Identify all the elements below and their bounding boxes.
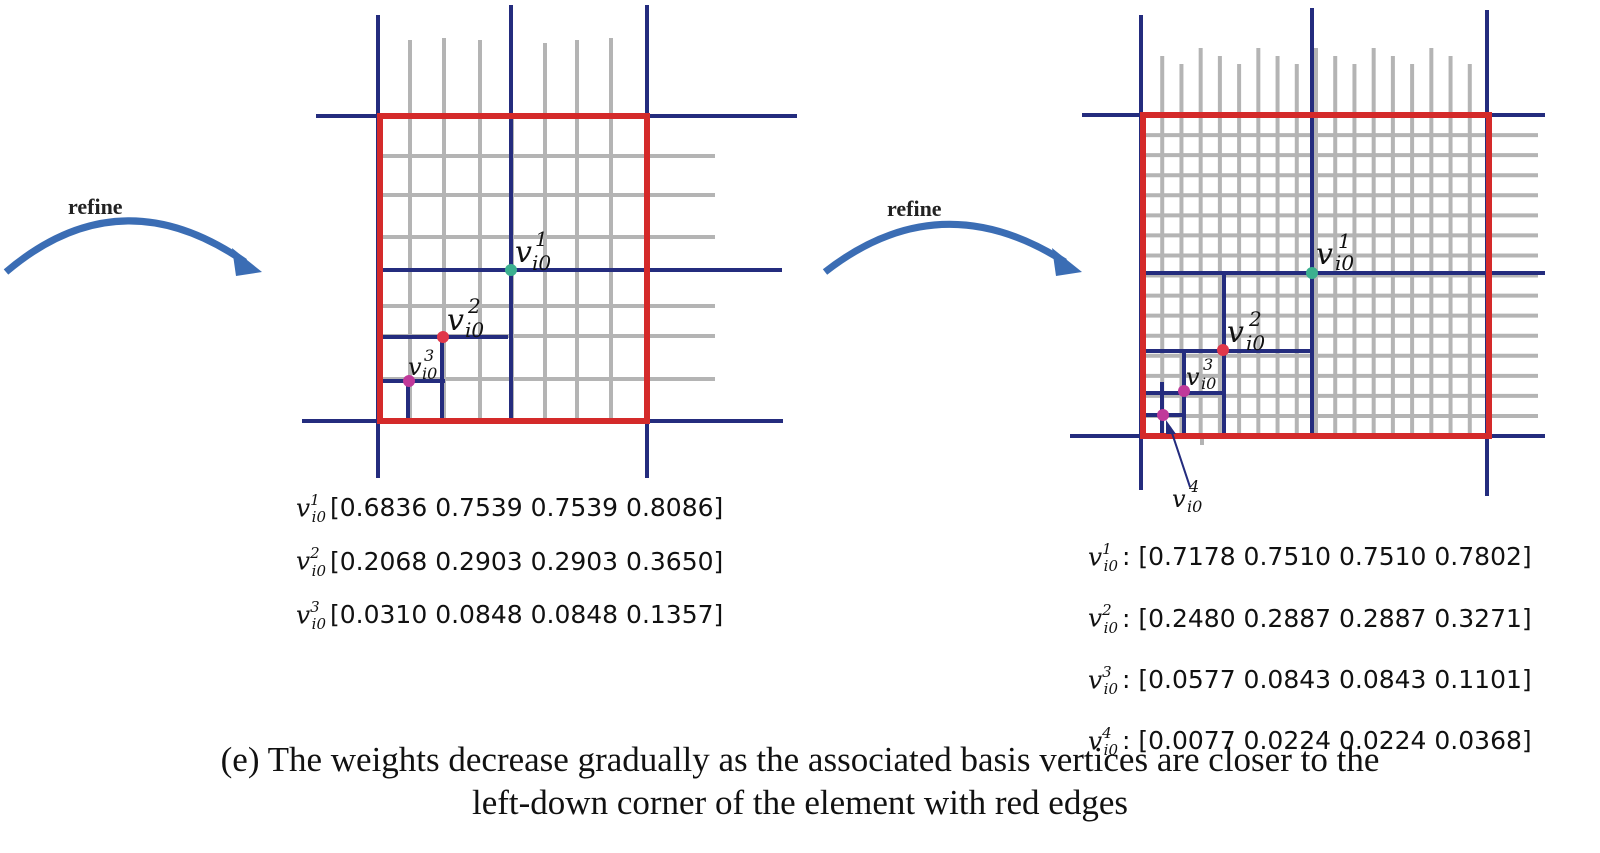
weight-values: [0.2068 0.2903 0.2903 0.3650] [330,546,724,576]
weight-values: [0.0310 0.0848 0.0848 0.1357] [330,599,724,629]
svg-text:v: v [408,353,422,381]
weight-row: v1i0: [0.7178 0.7510 0.7510 0.7802] [1088,528,1532,589]
weight-vertex-label: v4i0 [1088,723,1119,760]
weight-vertex-label: v1i0 [1088,540,1119,576]
svg-text:v: v [447,303,464,338]
svg-text:1: 1 [1338,229,1351,253]
weight-vertex-label: v3i0 [1088,662,1119,698]
refine-arrow-right: refine [822,196,1082,276]
weight-vertex-label: v1i0 [296,491,327,527]
right-vertex-3: v 3 i0 [1178,355,1216,397]
svg-text:v: v [1316,237,1333,272]
left-basis-lines [302,5,797,478]
left-weights-table: v1i0[0.6836 0.7539 0.7539 0.8086]v2i0[0.… [296,483,723,643]
svg-text:v: v [515,235,532,270]
weight-row: v3i0: [0.0577 0.0843 0.0843 0.1101] [1088,651,1532,712]
weight-values: [0.6836 0.7539 0.7539 0.8086] [330,493,724,523]
svg-text:i0: i0 [1187,497,1202,516]
refine-label-right: refine [887,196,942,221]
right-vertex-4: v 4 i0 [1157,409,1202,516]
weight-vertex-label: v3i0 [296,597,327,633]
refine-label-left: refine [68,194,123,219]
refinement-diagram: refine refine v 1 i0 v 2 i0 v 3 i0 v 1 i… [3,5,1545,516]
svg-text:2: 2 [467,294,481,318]
caption-line-2: left-down corner of the element with red… [472,783,1128,822]
svg-text:i0: i0 [532,251,551,275]
right-weights-table: v1i0: [0.7178 0.7510 0.7510 0.7802]v2i0:… [1088,528,1532,773]
weight-row: v2i0[0.2068 0.2903 0.2903 0.3650] [296,536,723,589]
left-vertex-1: v 1 i0 [505,227,551,276]
weight-values: : [0.0577 0.0843 0.0843 0.1101] [1122,664,1532,694]
weight-vertex-label: v2i0 [1088,601,1119,637]
right-red-element [1140,112,1492,439]
svg-text:v: v [1186,363,1200,391]
weight-row: v2i0: [0.2480 0.2887 0.2887 0.3271] [1088,589,1532,650]
svg-text:i0: i0 [422,364,437,383]
figure-caption: (e) The weights decrease gradually as th… [0,738,1600,824]
svg-text:3: 3 [424,346,434,365]
svg-text:v: v [1227,315,1244,350]
left-vertex-3: v 3 i0 [403,346,437,387]
svg-text:3: 3 [1203,355,1213,374]
weight-row: v3i0[0.0310 0.0848 0.0848 0.1357] [296,590,723,643]
svg-text:1: 1 [535,227,548,251]
right-mesh-grid [1143,48,1538,445]
svg-text:4: 4 [1188,477,1199,496]
svg-text:i0: i0 [1246,331,1265,355]
caption-line-1: (e) The weights decrease gradually as th… [220,740,1380,779]
weight-row: v1i0[0.6836 0.7539 0.7539 0.8086] [296,483,723,536]
svg-text:v: v [1172,485,1186,513]
refine-arrow-left: refine [3,194,262,276]
svg-text:i0: i0 [465,318,484,342]
svg-text:i0: i0 [1201,374,1216,393]
weight-values: : [0.7178 0.7510 0.7510 0.7802] [1122,542,1532,572]
weight-vertex-label: v2i0 [296,544,327,580]
svg-text:i0: i0 [1335,251,1354,275]
left-red-element [377,113,650,424]
right-vertex-1: v 1 i0 [1306,229,1354,279]
right-vertex-2: v 2 i0 [1217,307,1265,356]
weight-row: v4i0: [0.0077 0.0224 0.0224 0.0368] [1088,712,1532,773]
svg-text:2: 2 [1248,307,1262,331]
weight-values: : [0.2480 0.2887 0.2887 0.3271] [1122,603,1532,633]
left-vertex-2: v 2 i0 [437,294,484,343]
weight-values: : [0.0077 0.0224 0.0224 0.0368] [1122,726,1532,756]
